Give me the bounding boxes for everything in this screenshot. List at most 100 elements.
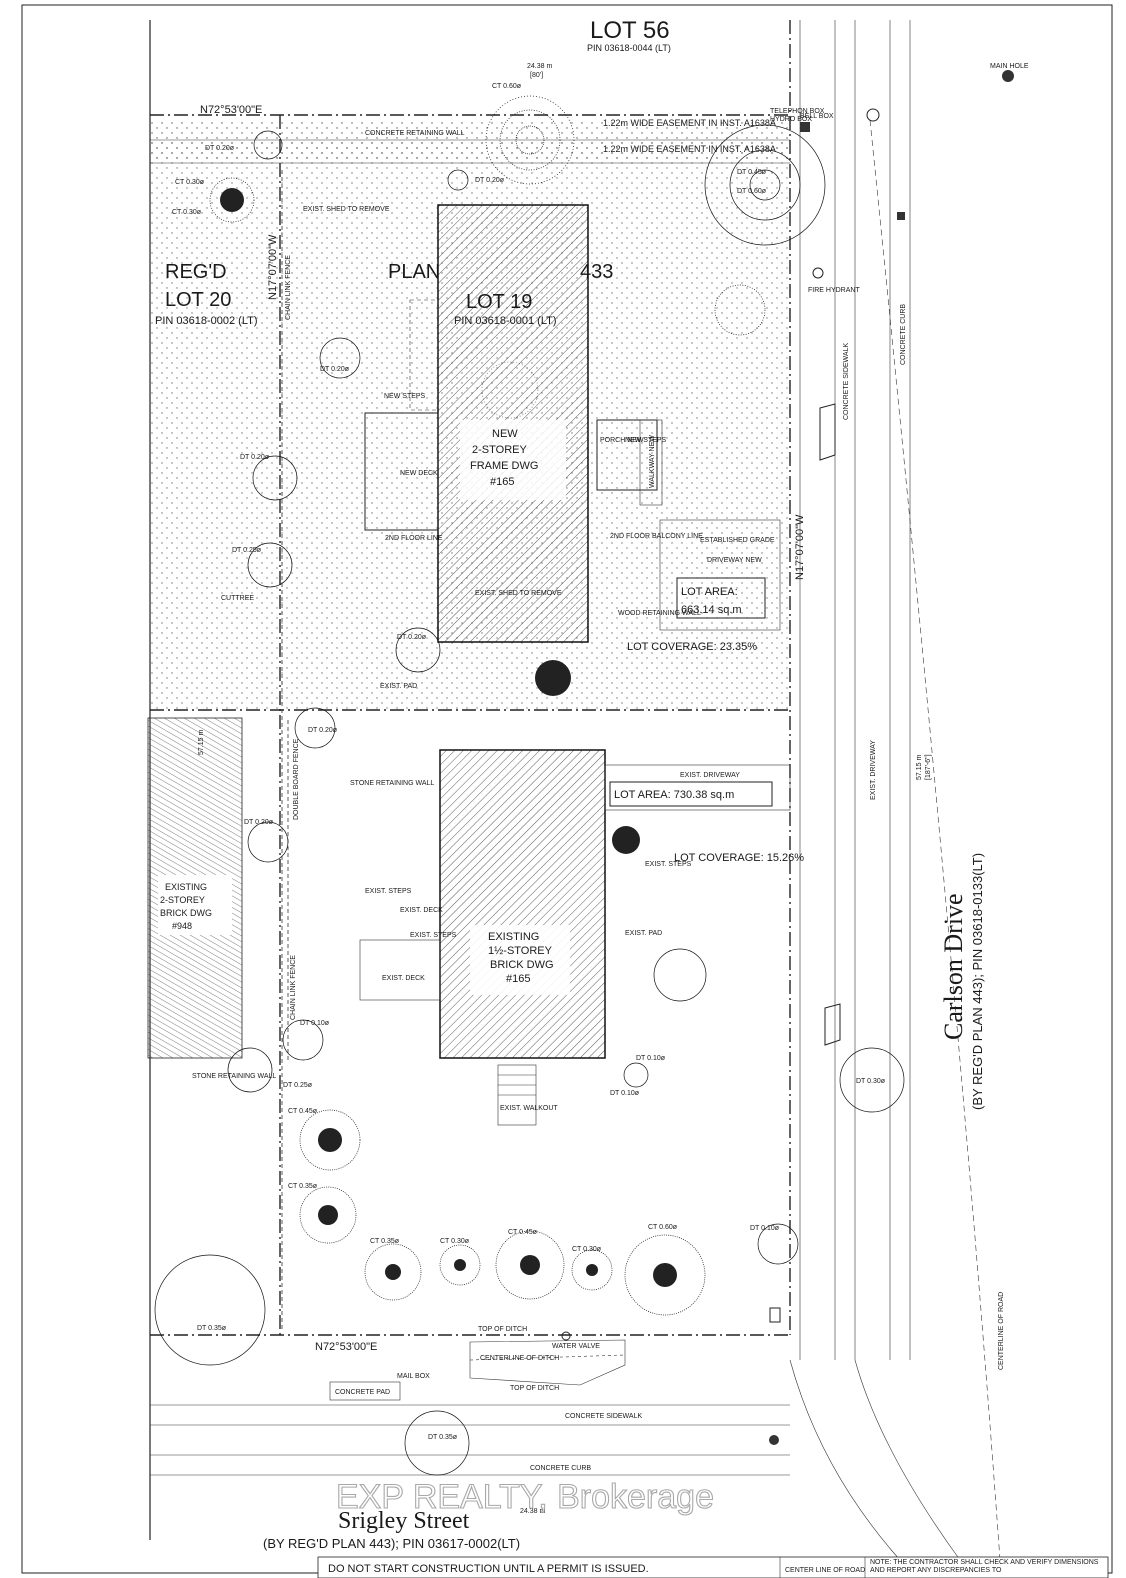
road-corner-curve [789,1359,901,1561]
notes-block [317,1556,1109,1578]
water-valve-label: WATER VALVE [552,1343,600,1350]
north-lot-coverage: LOT COVERAGE: 23.35% [627,641,757,653]
tree-ct-035-south [299,1186,357,1244]
tree-dt-020-k [653,948,707,1002]
permit-note: DO NOT START CONSTRUCTION UNTIL A PERMIT… [328,1563,649,1575]
south-lot-coverage: LOT COVERAGE: 15.26% [674,852,804,864]
bell-box-label: BELL BOX [800,113,834,120]
tree-label-13: DT 0.10ø [300,1020,330,1027]
lot20-regd: REG'D [165,261,227,283]
neighbour-label-bg [158,875,232,935]
north-lot-area-value: 663.14 sq.m [681,604,742,616]
tree-ct-045-front [495,1230,565,1300]
tree-ct-035-front [364,1243,422,1301]
note-exist-steps-3: EXIST. STEPS [645,861,692,868]
note-stone-wall-2: STONE RETAINING WALL [192,1073,276,1080]
note-2nd-floor-line: 2ND FLOOR LINE [385,535,443,542]
main-hole-icon-south [769,1435,779,1445]
lot20-pin: PIN 03618-0002 (LT) [155,315,258,327]
telephone-box-label: TELEPHON BOX [770,108,825,115]
tree-dt-020-c [319,337,361,379]
tree-dt-020-h [247,821,289,863]
tree-label-19: CT 0.45ø [508,1229,538,1236]
east-length-dim-ft: [187'-6"] [925,754,932,780]
tree-dt-025-e [247,542,293,588]
existing-dwelling-label-bg [470,925,570,995]
tree-label-4: DT 0.45ø [737,169,767,176]
new-walkway [639,419,663,506]
tree-label-0: CT 0.60ø [492,83,522,90]
top-of-ditch-1: TOP OF DITCH [478,1326,527,1333]
existing-driveway [604,764,791,811]
neighbour-line-4: #948 [172,921,192,931]
concrete-curb-east: CONCRETE CURB [900,304,907,365]
tree-dt-020-b [447,169,469,191]
lot56-title: LOT 56 [590,17,670,44]
brokerage-watermark: EXP REALTY, Brokerage [336,1478,714,1516]
new-porch [596,419,658,491]
contractor-note: NOTE: THE CONTRACTOR SHALL CHECK AND VER… [870,1559,1099,1574]
tree-ct-060-north [485,95,575,185]
note-stone-wall: STONE RETAINING WALL [350,780,434,787]
existing-dwelling-line-4: #165 [506,973,530,985]
tree-label-24: DT 0.10ø [636,1055,666,1062]
note-walkway: WALKWAY NEW [649,435,656,488]
bottom-width-dim: 24.38 m [520,1508,545,1515]
centerline-of-ditch: CENTERLINE OF DITCH [480,1355,559,1362]
tree-label-26: DT 0.35ø [197,1325,227,1332]
easement-note-1: 1.22m WIDE EASEMENT IN INST. A1638A [603,118,776,128]
top-width-dim-ft: [80'] [530,72,543,79]
bearing-north-bottom: N72°53'00"E [315,1341,377,1353]
tree-label-18: CT 0.30ø [440,1238,470,1245]
tree-label-5: DT 0.60ø [737,188,767,195]
street-east-name: Carlson Drive [939,893,968,1040]
top-of-ditch-2: TOP OF DITCH [510,1385,559,1392]
tree-ct-060-front [624,1234,706,1316]
tree-dark-south-lot [612,826,640,854]
south-lot-area: LOT AREA: 730.38 sq.m [614,789,734,801]
tree-label-6: DT 0.20ø [475,177,505,184]
existing-dwelling-line-2: 1½-STOREY [488,945,553,957]
concrete-curb-south: CONCRETE CURB [530,1465,591,1472]
note-exist-pad-south: EXIST. PAD [625,930,662,937]
fire-hydrant-label: FIRE HYDRANT [808,287,860,294]
lot19-title: LOT 19 [466,291,532,313]
existing-dwelling-line-1: EXISTING [488,931,539,943]
tree-label-1: DT 0.20ø [205,145,235,152]
mail-box-label: MAIL BOX [397,1373,430,1380]
centerline-road-note: CENTER LINE OF ROAD [785,1567,865,1574]
tree-label-9: DT 0.20ø [240,454,270,461]
main-hole-icon [1002,70,1014,82]
note-new-deck: NEW DECK [400,470,438,477]
note-new-steps: NEW STEPS [625,437,667,444]
existing-dwelling-footprint [439,749,606,1059]
tree-dark-north-lot [535,660,571,696]
centerline-road-curve [869,119,1001,1561]
tree-ct-030-west [209,177,255,223]
lot19-pin: PIN 03618-0001 (LT) [454,315,557,327]
pole-icon [866,108,880,122]
tree-ct-030-front [439,1244,481,1286]
cuttree-label: CUTTREE [221,595,254,602]
water-valve-icon [561,1331,571,1341]
fire-hydrant-icon [812,267,824,279]
tree-dt-020-a [253,130,283,160]
tree-label-21: CT 0.60ø [648,1224,678,1231]
concrete-pad-label: CONCRETE PAD [335,1389,390,1396]
north-lot-area-label: LOT AREA: [681,586,738,598]
driveway-sign-north [819,403,836,461]
top-width-dim: 24.38 m [527,63,552,70]
neighbour-line-3: BRICK DWG [160,908,212,918]
balcony-line-north [409,299,439,411]
street-south-name: Srigley Street [338,1508,470,1534]
tree-label-27: DT 0.35ø [428,1434,458,1441]
tree-label-14: DT 0.25ø [283,1082,313,1089]
main-hole-label: MAIN HOLE [990,63,1029,70]
exist-driveway-east: EXIST. DRIVEWAY [870,740,877,800]
tree-center-faint [481,361,539,419]
road-corner-curve-2 [854,1359,961,1561]
new-deck [364,412,439,531]
note-porch: PORCH NEW [600,437,644,444]
plan-label: PLAN [388,261,440,283]
concrete-pad [329,1381,401,1401]
